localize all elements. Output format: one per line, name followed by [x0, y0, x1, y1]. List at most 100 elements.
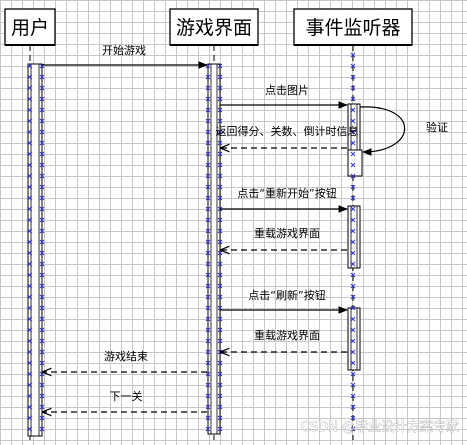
selection-marker-icon [27, 426, 33, 432]
activation-game-inner [210, 63, 218, 435]
selection-marker-icon [350, 85, 356, 91]
selection-marker-icon [350, 382, 356, 388]
participant-event-label: 事件监听器 [305, 17, 400, 39]
selection-marker-icon [39, 272, 45, 278]
selection-marker-icon [27, 151, 33, 157]
selection-marker-icon [205, 426, 211, 432]
selection-marker-icon [39, 107, 45, 113]
selection-marker-icon [350, 118, 356, 124]
selection-marker-icon [27, 239, 33, 245]
selection-marker-icon [205, 338, 211, 344]
selection-marker-icon [39, 151, 45, 157]
selection-marker-icon [27, 283, 33, 289]
message-click-refresh-label: 点击“刷新”按钮 [248, 288, 325, 302]
selection-marker-icon [39, 338, 45, 344]
selection-marker-icon [217, 239, 223, 245]
selection-marker-icon [39, 316, 45, 322]
selection-marker-icon [350, 360, 356, 366]
selection-marker-icon [350, 173, 356, 179]
selection-marker-icon [217, 217, 223, 223]
selection-marker-icon [217, 85, 223, 91]
selection-marker-icon [27, 305, 33, 311]
selection-marker-icon [217, 195, 223, 201]
activation-event-2-inner [350, 205, 358, 269]
message-game-over-label: 游戏结束 [104, 350, 148, 363]
participant-game-label: 游戏界面 [176, 17, 252, 39]
selection-marker-icon [205, 382, 211, 388]
selection-marker-icon [205, 360, 211, 366]
selection-marker-icon [27, 250, 33, 256]
selection-marker-icon [217, 371, 223, 377]
selection-marker-icon [217, 305, 223, 311]
selection-marker-icon [39, 349, 45, 355]
selection-marker-icon [350, 404, 356, 410]
selection-marker-icon [217, 294, 223, 300]
selection-marker-icon [27, 195, 33, 201]
selection-marker-icon [350, 239, 356, 245]
selection-marker-icon [350, 162, 356, 168]
selection-marker-icon [205, 371, 211, 377]
participant-event-box [293, 8, 413, 46]
selection-marker-icon [39, 360, 45, 366]
selection-marker-icon [205, 85, 211, 91]
selection-marker-icon [350, 283, 356, 289]
watermark-text: CSDN @毕业设计方案专家 [301, 419, 459, 435]
selection-marker-icon [39, 85, 45, 91]
selection-marker-icon [27, 415, 33, 421]
selection-marker-icon [217, 173, 223, 179]
selection-marker-icon [217, 63, 223, 69]
selection-marker-icon [217, 74, 223, 80]
selection-marker-icon [205, 327, 211, 333]
selection-marker-icon [350, 228, 356, 234]
selection-marker-icon [39, 250, 45, 256]
selection-marker-icon [217, 415, 223, 421]
selection-marker-icon [27, 382, 33, 388]
selection-marker-icon [39, 140, 45, 146]
selection-marker-icon [39, 239, 45, 245]
selection-marker-icon [39, 382, 45, 388]
selection-marker-icon [27, 129, 33, 135]
selection-marker-icon [205, 162, 211, 168]
selection-marker-icon [350, 96, 356, 102]
selection-marker-icon [350, 250, 356, 256]
selection-marker-icon [205, 74, 211, 80]
selection-marker-icon [205, 404, 211, 410]
activation-user [27, 63, 43, 437]
selection-marker-icon [39, 217, 45, 223]
selection-marker-icon [350, 129, 356, 135]
selection-marker-icon [350, 140, 356, 146]
selection-marker-icon [350, 371, 356, 377]
selection-marker-icon [39, 426, 45, 432]
selection-marker-icon [350, 294, 356, 300]
selection-marker-icon [205, 294, 211, 300]
selection-marker-icon [217, 96, 223, 102]
selection-marker-icon [350, 52, 356, 58]
message-reload-1-label: 重载游戏界面 [254, 226, 320, 240]
selection-marker-icon [350, 393, 356, 399]
message-reload-2-label: 重载游戏界面 [254, 328, 320, 342]
selection-marker-icon [27, 217, 33, 223]
selection-markers [27, 52, 356, 432]
selection-marker-icon [217, 327, 223, 333]
selection-marker-icon [27, 228, 33, 234]
selection-marker-icon [39, 327, 45, 333]
selection-marker-icon [217, 382, 223, 388]
selection-marker-icon [39, 393, 45, 399]
participant-user: 用户 [4, 8, 56, 46]
selection-marker-icon [217, 107, 223, 113]
selection-marker-icon [27, 272, 33, 278]
selection-marker-icon [205, 206, 211, 212]
selection-marker-icon [350, 261, 356, 267]
selection-marker-icon [27, 107, 33, 113]
message-return-score-label: 返回得分、关数、倒计时信息 [216, 124, 359, 138]
selection-marker-icon [217, 360, 223, 366]
selection-marker-icon [205, 415, 211, 421]
activation-user-inner [30, 63, 40, 437]
selection-marker-icon [27, 118, 33, 124]
selection-marker-icon [39, 195, 45, 201]
selection-marker-icon [27, 371, 33, 377]
selection-marker-icon [39, 261, 45, 267]
selection-marker-icon [217, 404, 223, 410]
selection-marker-icon [205, 151, 211, 157]
selection-marker-icon [350, 107, 356, 113]
